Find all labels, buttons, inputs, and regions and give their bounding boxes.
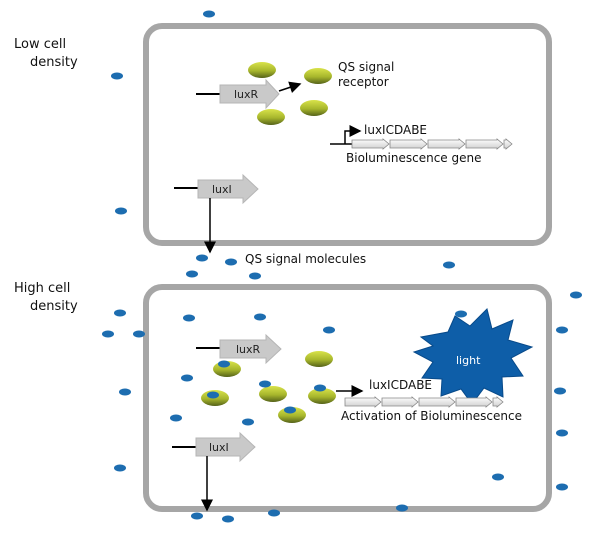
light-burst-icon — [412, 308, 534, 405]
luxi-gene-label: luxI — [212, 183, 232, 196]
luxr-gene-label: luxR — [236, 343, 261, 356]
signal-molecule — [115, 207, 127, 215]
signal-molecule — [259, 380, 271, 388]
qs-receptor — [300, 100, 328, 116]
receptor-label-line1: QS signal — [338, 60, 394, 74]
high-density-title-line1: High cell — [14, 281, 70, 296]
luxr-gene-label: luxR — [234, 88, 259, 101]
activation-label: Activation of Bioluminescence — [341, 409, 522, 423]
low-density-title-line1: Low cell — [14, 37, 66, 52]
luxr-gene-arrow — [219, 333, 282, 365]
signal-molecule — [186, 270, 198, 278]
signal-molecule — [242, 418, 254, 426]
signal-molecule — [111, 72, 123, 80]
luxi-gene-label: luxI — [209, 441, 229, 454]
signal-molecule — [207, 391, 219, 399]
activated-gene-arrows — [344, 396, 504, 408]
qs-receptor — [248, 62, 276, 78]
signal-molecule — [492, 473, 504, 481]
signal-molecule — [554, 387, 566, 395]
receptor-label-line2: receptor — [338, 75, 389, 89]
luxi-gene-arrow — [197, 173, 259, 205]
signal-molecule — [114, 464, 126, 472]
signal-molecule — [119, 388, 131, 396]
luxr-to-receptor-arrow — [278, 81, 302, 94]
signal-molecules-label: QS signal molecules — [245, 252, 366, 266]
qs-receptor — [308, 388, 336, 404]
qs-receptor — [259, 386, 287, 402]
operon-label-low: luxICDABE — [364, 123, 427, 137]
signal-molecule — [191, 512, 203, 520]
signal-molecule — [556, 483, 568, 491]
signal-molecule — [396, 504, 408, 512]
signal-molecule — [181, 374, 193, 382]
signal-molecule — [183, 314, 195, 322]
signal-molecule — [222, 515, 234, 523]
low-density-title-line2: density — [30, 55, 78, 70]
qs-receptor — [257, 109, 285, 125]
signal-molecule — [556, 429, 568, 437]
luxr-gene-arrow — [219, 78, 280, 110]
signal-molecule — [203, 10, 215, 18]
low-density-cell — [143, 23, 552, 246]
signal-molecules — [102, 10, 582, 523]
bioluminescence-gene-label: Bioluminescence gene — [346, 151, 481, 165]
signal-molecule — [570, 291, 582, 299]
high-density-title-line2: density — [30, 299, 78, 314]
signal-molecule — [114, 309, 126, 317]
signal-molecule — [284, 406, 296, 414]
signal-molecule — [249, 272, 261, 280]
signal-molecule — [102, 330, 114, 338]
signal-molecule — [170, 414, 182, 422]
light-label: light — [456, 354, 481, 367]
signal-molecule — [268, 509, 280, 517]
operon-label-high: luxICDABE — [369, 378, 432, 392]
signal-molecule — [254, 313, 266, 321]
signal-molecule — [323, 326, 335, 334]
operon-promoter-arrow — [344, 125, 362, 144]
signal-molecule — [196, 254, 208, 262]
signal-molecule — [225, 258, 237, 266]
signal-molecule — [218, 360, 230, 368]
qs-receptor — [304, 68, 332, 84]
high-density-cell — [143, 284, 552, 512]
luxi-gene-arrow — [195, 431, 256, 463]
signal-molecule — [455, 310, 467, 318]
signal-molecule — [443, 261, 455, 269]
bioluminescence-gene-arrows — [351, 138, 513, 150]
signal-molecule — [133, 330, 145, 338]
signal-molecule — [314, 384, 326, 392]
qs-receptor — [305, 351, 333, 367]
signal-molecule — [556, 326, 568, 334]
